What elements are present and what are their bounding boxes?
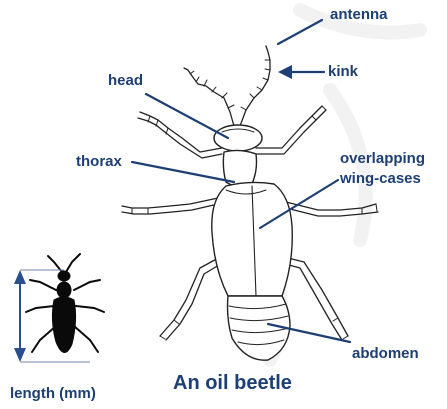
- label-wing-cases: overlapping wing-cases: [340, 149, 425, 189]
- label-length: length (mm): [10, 385, 96, 402]
- diagram-title: An oil beetle: [173, 372, 292, 395]
- label-thorax: thorax: [76, 153, 122, 170]
- label-kink: kink: [328, 63, 358, 80]
- label-wing-cases-line2: wing-cases: [340, 169, 425, 189]
- silhouette-body: [52, 297, 75, 353]
- kink-arrowhead: [278, 65, 292, 79]
- antenna-leader: [278, 20, 322, 44]
- beetle-silhouette: [26, 254, 104, 353]
- head-leader: [146, 94, 228, 138]
- length-arrow-top: [14, 270, 26, 284]
- thorax-leader: [132, 162, 234, 182]
- label-head: head: [108, 72, 143, 89]
- label-wing-cases-line1: overlapping: [340, 149, 425, 169]
- silhouette-head: [58, 271, 70, 281]
- silhouette-thorax: [57, 282, 71, 298]
- label-antenna: antenna: [330, 6, 388, 23]
- length-arrow-bottom: [14, 348, 26, 362]
- antennae: [184, 46, 270, 126]
- label-abdomen: abdomen: [352, 345, 419, 362]
